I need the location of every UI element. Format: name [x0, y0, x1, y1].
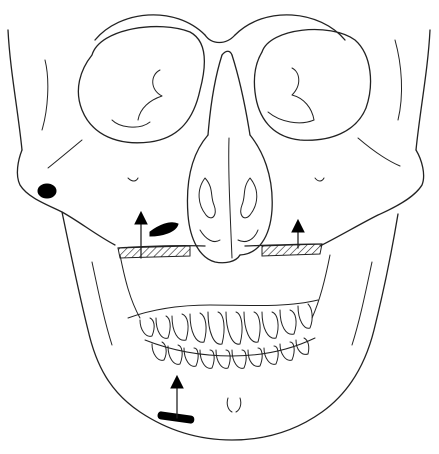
- left-zygoma-marker: [38, 184, 56, 198]
- upper-teeth: [128, 300, 318, 344]
- left-orbit: [42, 27, 204, 143]
- nasal-structure: [187, 51, 272, 262]
- chin-marker: [158, 412, 195, 424]
- zygoma-maxilla: [17, 138, 423, 246]
- left-maxilla-marker: [150, 223, 178, 236]
- arrow-chin: [171, 376, 183, 418]
- cranium-outline: [8, 15, 430, 150]
- chin-detail: [227, 398, 241, 412]
- lower-teeth: [145, 338, 315, 368]
- right-orbit: [254, 30, 401, 141]
- maxillary-osteotomy: [118, 244, 322, 258]
- mandible: [62, 212, 398, 440]
